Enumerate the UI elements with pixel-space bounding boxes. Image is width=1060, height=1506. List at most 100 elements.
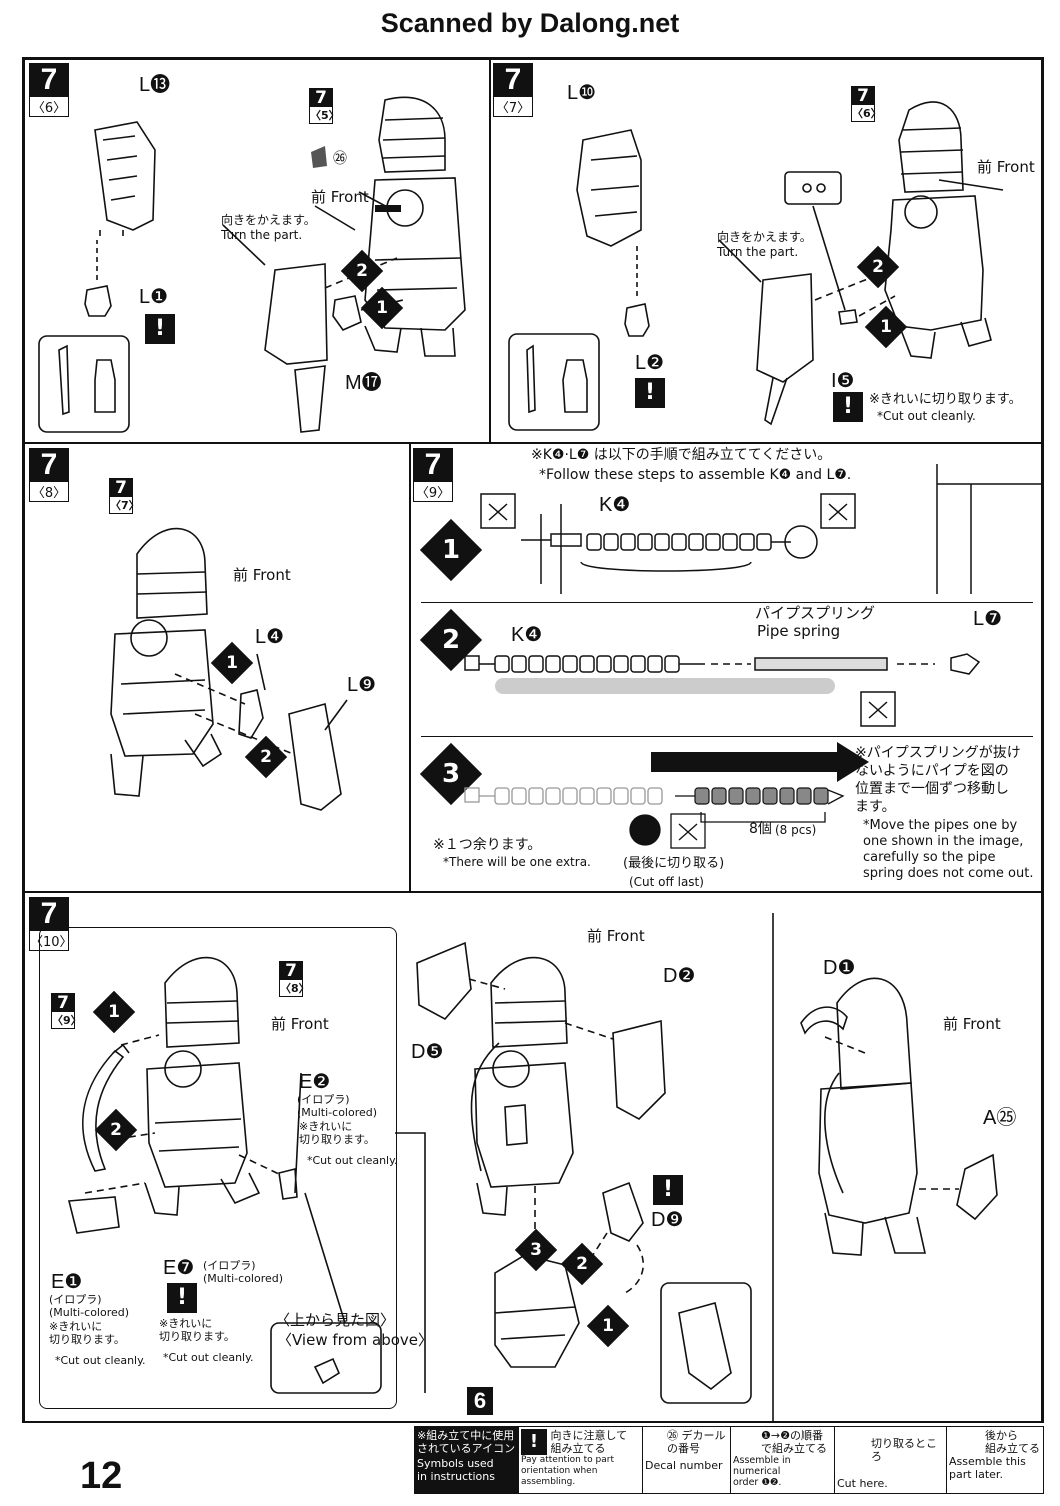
part-label-k4: K❹ xyxy=(599,494,631,516)
panel-step-7-6: 7 〈6〉 7〈5〉 xyxy=(24,59,490,443)
ref-step-6-label: 6 xyxy=(467,1387,493,1415)
order-step-2: 2 xyxy=(856,245,900,289)
attention-icon: ! xyxy=(145,314,175,344)
e7-cut-note-en: *Cut out cleanly. xyxy=(163,1351,254,1364)
pipe-move-note-jp: ※パイプスプリングが抜け ないようにパイプを図の 位置まで一個ずつ移動し ます。 xyxy=(855,745,1021,815)
intro-note-jp: ※K❹·L❼ は以下の手順で組み立ててください。 xyxy=(531,447,832,463)
attention-icon: ! xyxy=(833,392,863,422)
ref-step-5: 7〈5〉 xyxy=(309,88,340,124)
step-substep: 〈9〉 xyxy=(413,481,453,502)
panel-step-7-10: 7 〈10〉 7〈9〉 7〈8〉 xyxy=(24,892,1042,1423)
front-direction-label: 前 Front xyxy=(587,927,645,945)
panel-step-7-9: 7 〈9〉 ※K❹·L❼ は以下の手順で組み立ててください。 *Follow t… xyxy=(410,443,1043,892)
legend-order: ❶→❷の順番 で組み立てる Assemble in numerical orde… xyxy=(731,1427,835,1493)
pcs-count-jp: 8個 xyxy=(749,821,772,837)
part-label-d1: D❶ xyxy=(823,957,856,979)
attention-icon: ! xyxy=(167,1283,197,1313)
step-number: 7 xyxy=(29,897,69,931)
e1-multicolor-en: (Multi-colored) xyxy=(49,1306,130,1319)
divider xyxy=(421,736,1033,737)
e7-cut-note-jp: ※きれいに 切り取ります。 xyxy=(159,1317,235,1343)
step-substep: 〈8〉 xyxy=(29,481,69,502)
e7-multicolor-jp: (イロプラ) xyxy=(203,1259,256,1272)
order-step-1: 1 xyxy=(864,305,908,349)
scan-credit-header: Scanned by Dalong.net xyxy=(380,8,680,38)
panel-step-7-8: 7 〈8〉 7〈7〉 前 Front L❹ L❾ 1 2 xyxy=(24,443,410,892)
attention-icon: ! xyxy=(521,1429,547,1455)
pipe-spring-label-jp: パイプスプリング xyxy=(755,604,876,622)
order-step-3: 3 xyxy=(514,1228,558,1272)
front-direction-label: 前 Front xyxy=(271,1015,329,1033)
legend-decal: ㉖ デカール の番号 Decal number xyxy=(643,1427,731,1493)
order-step-2: 2 xyxy=(244,735,288,779)
pipe-move-note-en: *Move the pipes one by one shown in the … xyxy=(863,818,1034,881)
part-label-d2: D❷ xyxy=(663,965,696,987)
pipe-spring-label-en: Pipe spring xyxy=(757,622,841,640)
part-label-l9: L❾ xyxy=(347,674,377,696)
intro-note-en: *Follow these steps to assemble K❹ and L… xyxy=(539,467,852,483)
view-from-above-en: 〈View from above〉 xyxy=(277,1331,434,1349)
front-direction-label: 前 Front xyxy=(233,566,291,584)
ref-step-9: 7〈9〉 xyxy=(51,993,82,1029)
part-label-l7: L❼ xyxy=(973,608,1003,630)
assembly-drawing xyxy=(67,913,998,1423)
step-number: 7 xyxy=(493,63,533,97)
order-step-2: 2 xyxy=(94,1108,138,1152)
order-step-1: 1 xyxy=(360,286,404,330)
order-step-1: 1 xyxy=(210,641,254,685)
cut-note-jp: ※きれいに切り取ります。 xyxy=(869,392,1022,407)
part-label-d9: D❾ xyxy=(651,1209,684,1231)
e1-cut-note-en: *Cut out cleanly. xyxy=(55,1354,146,1367)
e2-multicolor-jp: (イロプラ) xyxy=(297,1093,350,1106)
step-number: 7 xyxy=(29,448,69,482)
order-step-1: 1 xyxy=(92,990,136,1034)
e1-multicolor-jp: (イロプラ) xyxy=(49,1293,102,1306)
ref-step-7: 7〈7〉 xyxy=(109,478,140,514)
assembly-drawing xyxy=(38,96,466,433)
cut-last-jp: (最後に切り取る) xyxy=(623,856,725,871)
part-label-i5: I❺ xyxy=(831,370,855,392)
step-substep: 〈7〉 xyxy=(493,96,533,117)
order-step-2: 2 xyxy=(340,249,384,293)
e2-multicolor-en: (Multi-colored) xyxy=(297,1106,378,1119)
e7-multicolor-en: (Multi-colored) xyxy=(203,1272,284,1285)
order-step-2: 2 xyxy=(560,1242,604,1286)
order-step-1: 1 xyxy=(586,1304,630,1348)
turn-note-jp: 向きをかえます。 xyxy=(717,230,812,244)
legend-attention: ! 向きに注意して 組み立てる Pay attention to part or… xyxy=(519,1427,643,1493)
turn-note-en: Turn the part. xyxy=(717,245,799,259)
legend-cut: 切り取るところ Cut here. xyxy=(835,1427,947,1493)
legend-title: ※組み立て中に使用 されているアイコン Symbols used in inst… xyxy=(415,1427,519,1493)
front-direction-label: 前 Front xyxy=(977,158,1035,176)
attention-icon: ! xyxy=(635,378,665,408)
divider xyxy=(421,602,1033,603)
front-direction-label: 前 Front xyxy=(311,188,369,206)
page-number: 12 xyxy=(80,1455,123,1497)
front-direction-label: 前 Front xyxy=(943,1015,1001,1033)
part-label-l1: L❶ xyxy=(139,286,169,308)
step-number: 7 xyxy=(413,448,453,482)
cut-last-en: (Cut off last) xyxy=(629,875,704,889)
part-label-e2: E❷ xyxy=(299,1071,331,1093)
step-substep: 〈6〉 xyxy=(29,96,69,117)
assembly-drawing xyxy=(508,101,1004,431)
e2-cut-note-jp: ※きれいに 切り取ります。 xyxy=(299,1120,375,1146)
symbol-legend: ※組み立て中に使用 されているアイコン Symbols used in inst… xyxy=(414,1426,1044,1494)
part-label-d5: D❺ xyxy=(411,1041,444,1063)
view-from-above-jp: 〈上から見た図〉 xyxy=(275,1311,396,1329)
turn-note-jp: 向きをかえます。 xyxy=(221,213,316,227)
legend-later: 後から 組み立てる Assemble this part later. xyxy=(949,1429,1040,1481)
step-number: 7 xyxy=(29,63,69,97)
part-label-a25: A㉕ xyxy=(983,1107,1017,1129)
extra-note-en: *There will be one extra. xyxy=(443,855,591,869)
part-label-l2: L❷ xyxy=(635,352,665,374)
substep-2-drawing xyxy=(464,653,981,727)
part-label-l10: L❿ xyxy=(567,82,597,104)
part-label-e7: E❼ xyxy=(163,1257,195,1279)
part-label-k4: K❹ xyxy=(511,624,543,646)
attention-icon: ! xyxy=(653,1175,683,1205)
ref-step-6: 7〈6〉 xyxy=(851,86,882,122)
substep-3-drawing xyxy=(464,742,869,849)
cut-note-en: *Cut out cleanly. xyxy=(877,409,976,423)
e1-cut-note-jp: ※きれいに 切り取ります。 xyxy=(49,1320,125,1346)
